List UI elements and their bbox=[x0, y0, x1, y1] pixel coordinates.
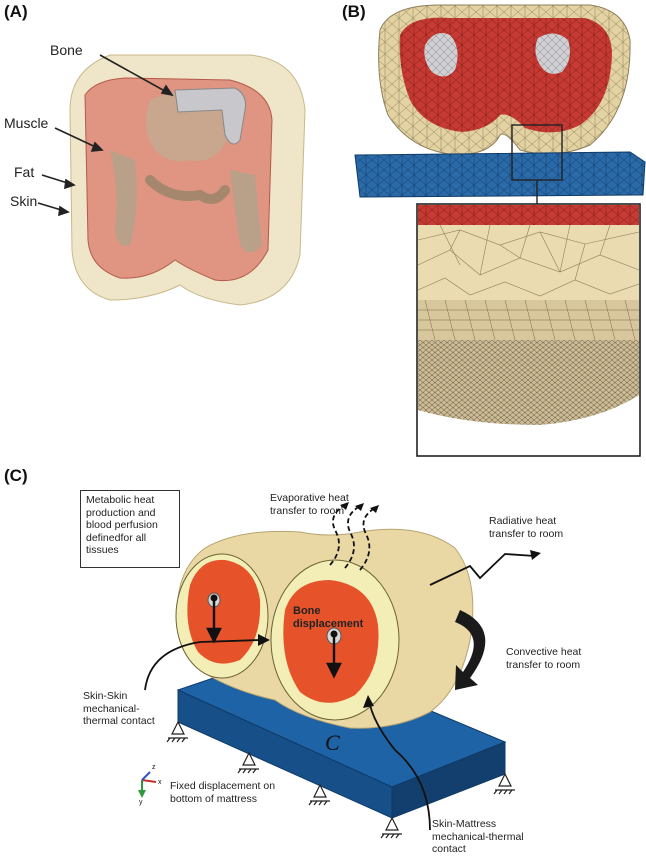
radiative-label: Radiative heat transfer to room bbox=[489, 515, 564, 540]
axis-z-label: z bbox=[152, 764, 156, 771]
axis-x-label: x bbox=[158, 779, 162, 786]
panel-a-arrows bbox=[37, 54, 174, 217]
mattress-mesh bbox=[354, 151, 646, 198]
label-fat: Fat bbox=[14, 164, 35, 180]
convective-arrow bbox=[455, 610, 486, 690]
panel-a-label: (A) bbox=[4, 2, 28, 21]
skin-mattress-arrow bbox=[369, 704, 431, 831]
axis-y-label: y bbox=[139, 799, 143, 806]
zoom-fine-mesh bbox=[418, 340, 639, 425]
skin-skin-arrow bbox=[144, 639, 261, 691]
left-section-muscle bbox=[187, 559, 261, 664]
panel-c-label: (C) bbox=[4, 466, 28, 485]
fixed-supports bbox=[166, 720, 515, 839]
metabolic-heat-note: Metabolic heat production and blood perf… bbox=[80, 490, 180, 568]
skin-skin-label: Skin-Skin mechanical- thermal contact bbox=[83, 690, 155, 727]
fixed-displacement-label: Fixed displacement on bottom of mattress bbox=[170, 780, 276, 805]
bone-highlight bbox=[174, 87, 246, 145]
label-muscle: Muscle bbox=[4, 115, 49, 131]
cross-section-bone-right bbox=[535, 33, 570, 74]
bone-femur-right bbox=[230, 170, 262, 253]
bone-displacement-arrows bbox=[206, 600, 342, 679]
convective-label: Convective heat transfer to room bbox=[506, 646, 582, 671]
skin-mattress-label: Skin-Mattress mechanical-thermal contact bbox=[432, 818, 524, 855]
bone-femur-left bbox=[110, 150, 137, 246]
label-skin: Skin bbox=[10, 193, 38, 209]
panel-b-label: (B) bbox=[342, 2, 366, 21]
axis-triad bbox=[138, 771, 157, 798]
bone-displacement-label: Bone displacement bbox=[293, 605, 364, 630]
label-bone: Bone bbox=[50, 42, 83, 58]
contact-symbol: C bbox=[325, 730, 340, 755]
evaporative-arrows bbox=[329, 504, 376, 571]
radiative-arrow bbox=[429, 553, 536, 586]
evaporative-label: Evaporative heat transfer to room bbox=[270, 492, 349, 517]
cross-section-bone-left bbox=[424, 32, 458, 77]
